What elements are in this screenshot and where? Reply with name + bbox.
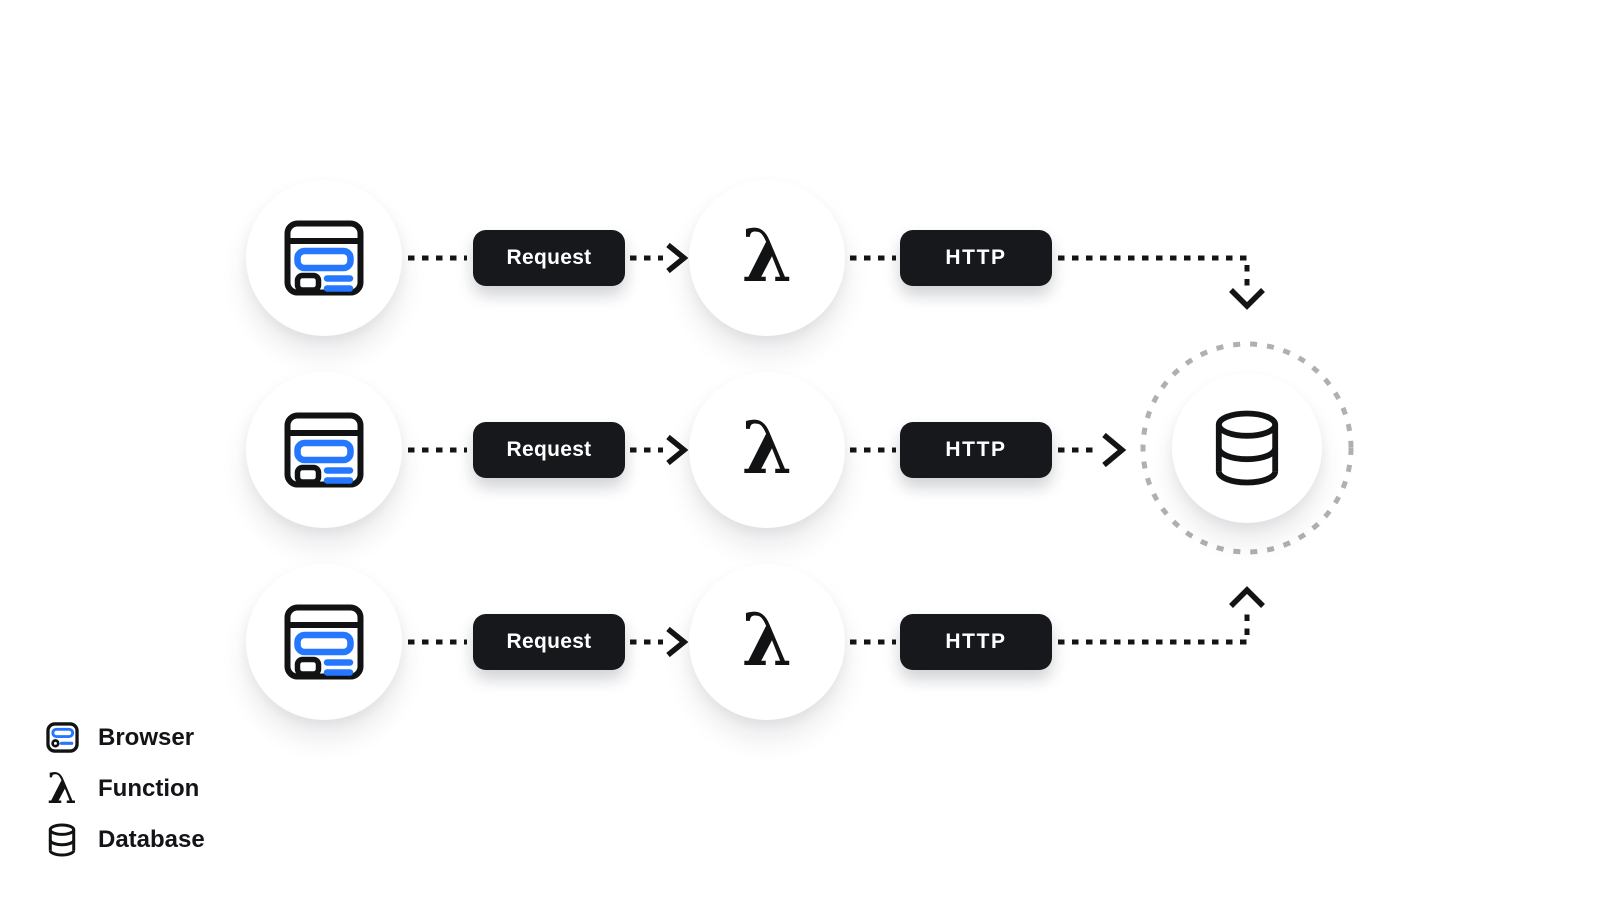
legend: Browser λ Function Database (44, 712, 205, 865)
legend-label-browser: Browser (98, 723, 195, 751)
http-pill: HTTP (900, 614, 1052, 670)
legend-item-function: λ Function (44, 763, 205, 814)
browser-window-icon (284, 412, 364, 488)
request-label: Request (506, 246, 592, 269)
http-label: HTTP (945, 246, 1007, 269)
request-pill: Request (473, 422, 625, 478)
request-label: Request (506, 438, 592, 461)
lambda-icon: λ (47, 763, 77, 813)
browser-window-icon (284, 220, 364, 296)
legend-item-database: Database (44, 814, 205, 865)
http-pill: HTTP (900, 230, 1052, 286)
lambda-symbol: λ (741, 213, 793, 298)
browser-node (246, 564, 402, 720)
legend-label-function: Function (98, 774, 200, 802)
lambda-symbol: λ (741, 405, 793, 490)
http-pill: HTTP (900, 422, 1052, 478)
browser-window-icon (284, 604, 364, 680)
flow-row-3: Request λ HTTP (0, 564, 1600, 720)
lambda-node: λ (689, 372, 845, 528)
browser-node (246, 372, 402, 528)
request-pill: Request (473, 614, 625, 670)
browser-node (246, 180, 402, 336)
browser-icon (44, 722, 80, 753)
legend-label-database: Database (98, 825, 205, 853)
database-icon (44, 823, 80, 857)
request-label: Request (506, 630, 592, 653)
flow-row-2: Request λ HTTP (0, 372, 1600, 528)
lambda-node: λ (689, 564, 845, 720)
flow-row-1: Request λ HTTP (0, 180, 1600, 336)
http-label: HTTP (945, 438, 1007, 461)
lambda-symbol: λ (741, 597, 793, 682)
http-label: HTTP (945, 630, 1007, 653)
database-cylinder-icon (1215, 410, 1279, 486)
legend-item-browser: Browser (44, 712, 205, 763)
request-pill: Request (473, 230, 625, 286)
database-node (1172, 373, 1322, 523)
lambda-node: λ (689, 180, 845, 336)
